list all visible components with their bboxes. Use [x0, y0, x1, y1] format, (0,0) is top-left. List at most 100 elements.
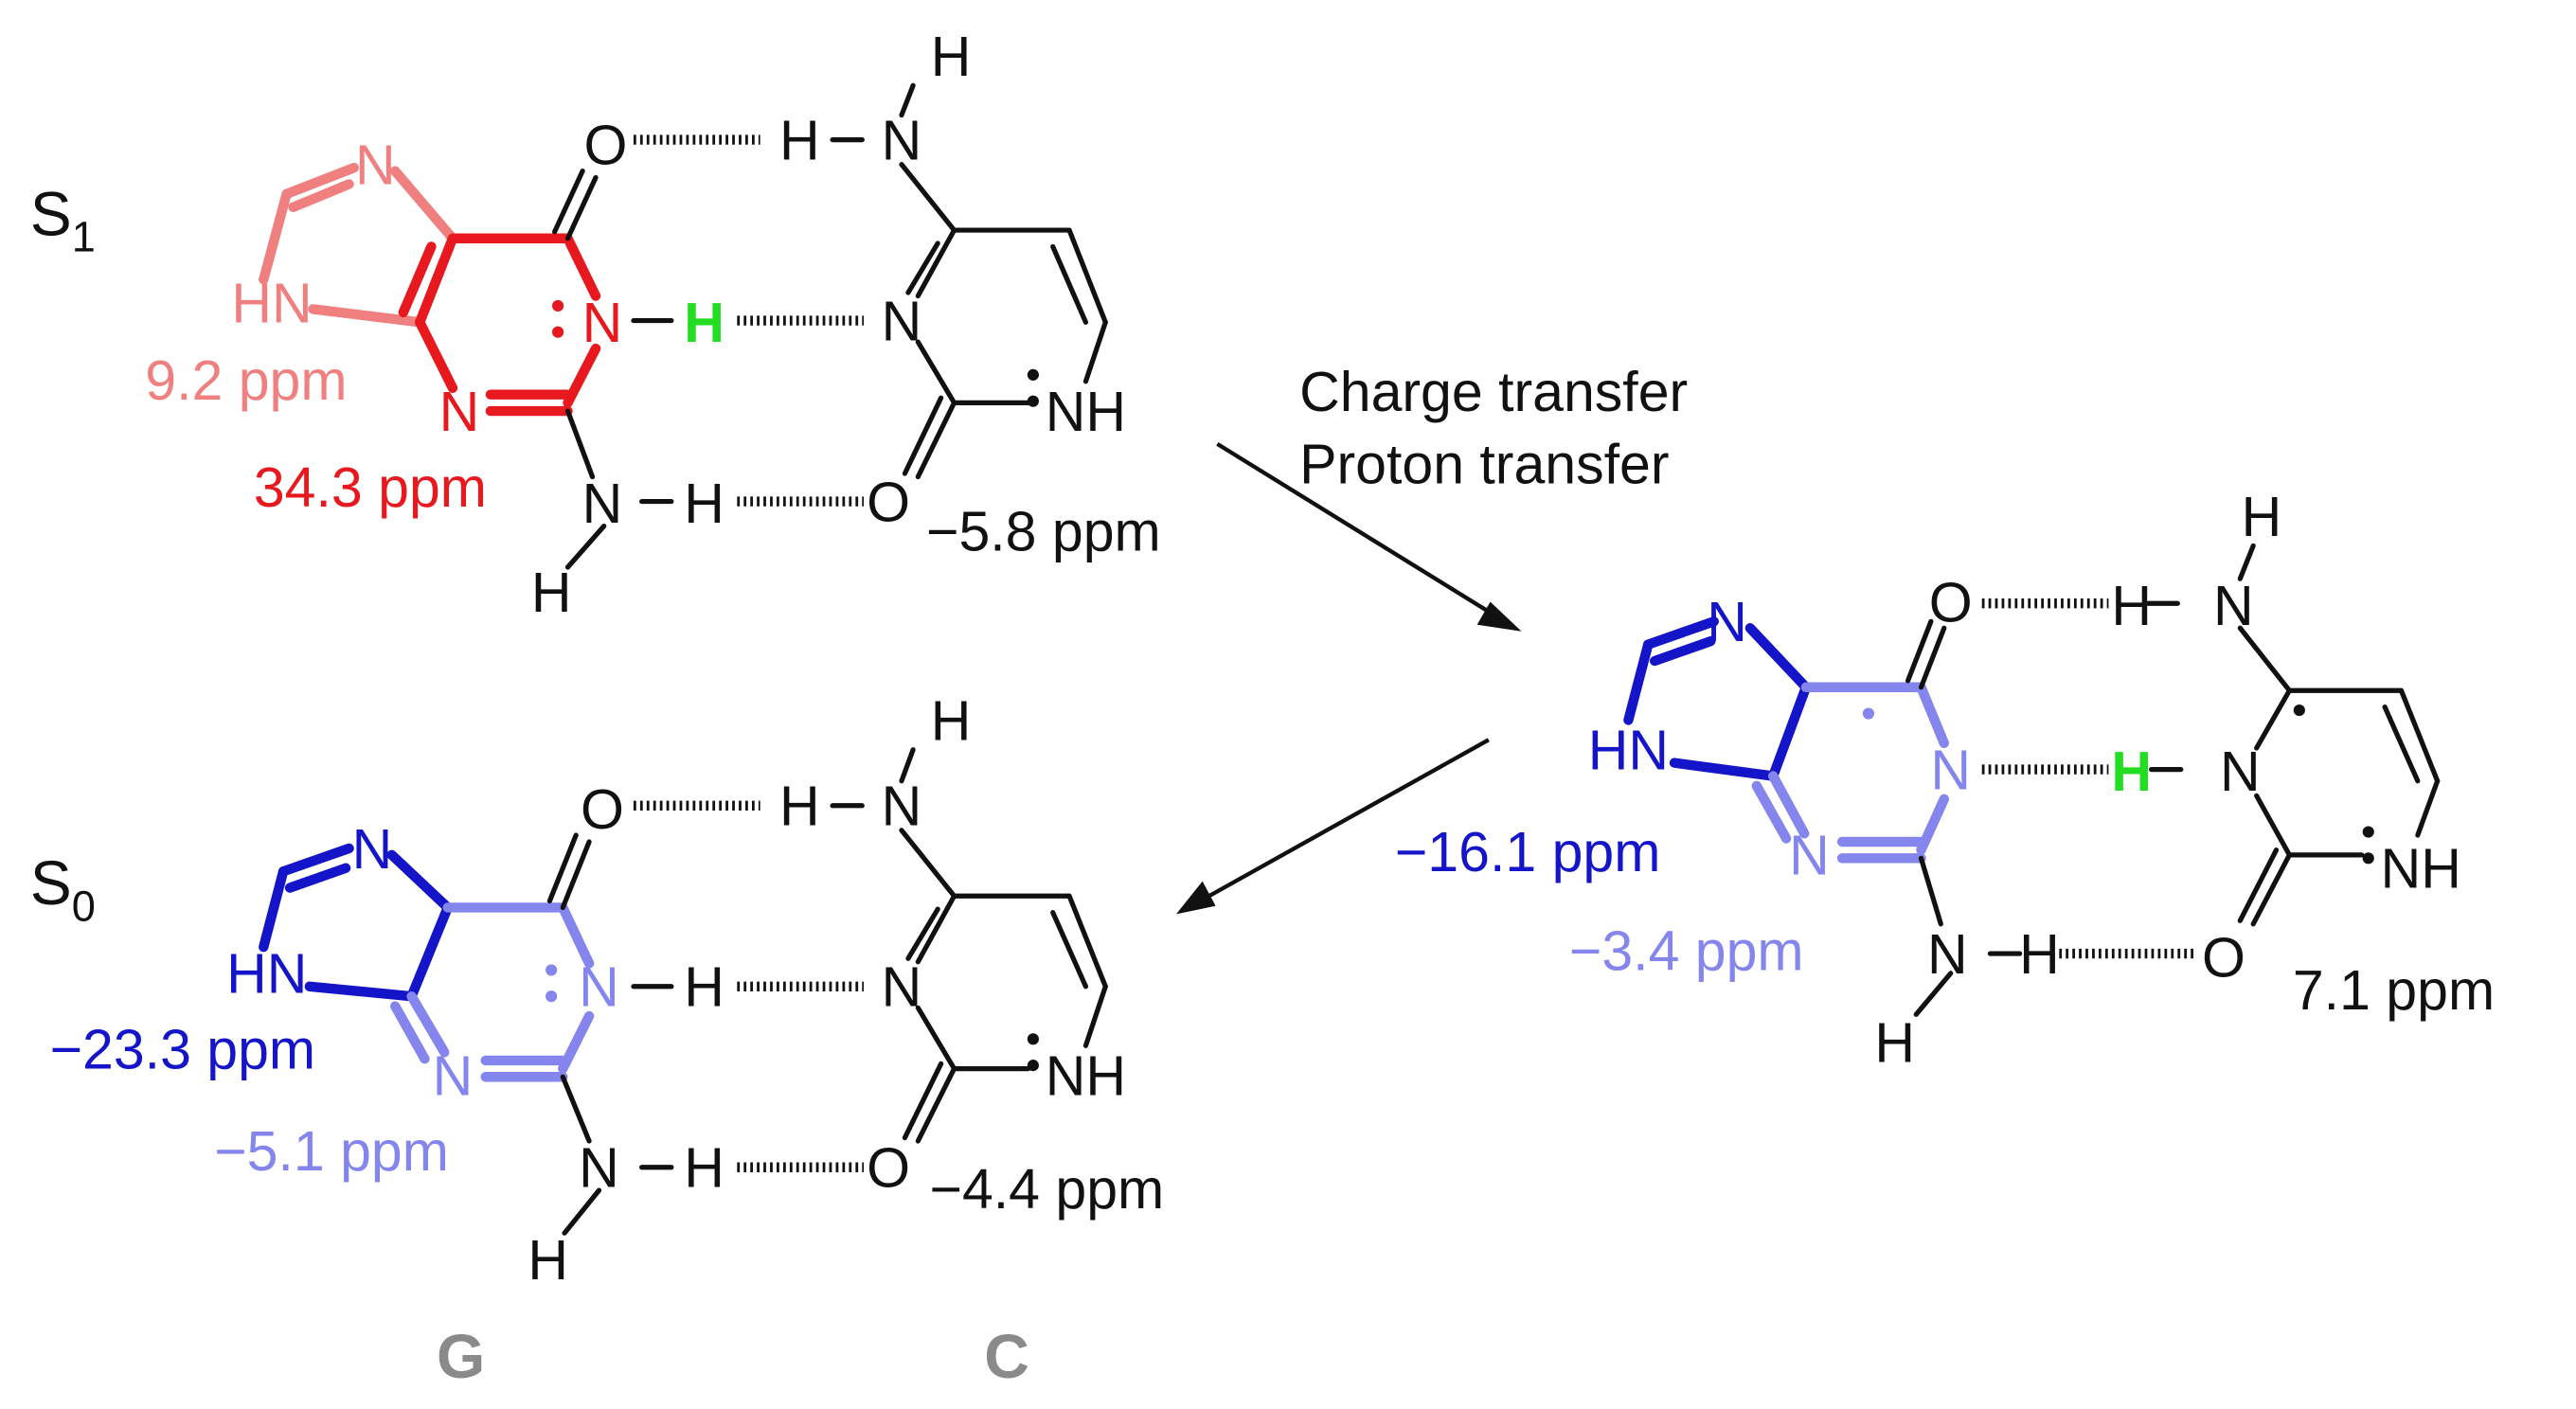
- guanine-label: G: [437, 1321, 485, 1391]
- atom-h: H: [779, 109, 820, 171]
- bond: [2254, 793, 2293, 858]
- atom-n7: N: [355, 134, 396, 196]
- bond: [2382, 704, 2421, 784]
- atom-h: H: [931, 26, 972, 88]
- radical-dot: [552, 299, 564, 312]
- bond: [564, 408, 596, 480]
- transferred-proton: H: [2111, 740, 2152, 803]
- bond: [564, 524, 607, 570]
- cytosine-label: C: [984, 1321, 1029, 1391]
- shift-n3: 34.3 ppm: [254, 456, 487, 519]
- bond: [259, 866, 289, 953]
- intermediate-base-pair: N HN N N O N H H H N H N O NH H −16.1 pp…: [1395, 486, 2495, 1075]
- atom-n4: N: [882, 776, 922, 838]
- atom-n1h: NH: [1046, 381, 1126, 443]
- process-line-2: Proton transfer: [1299, 433, 1669, 495]
- arrow-down-left: [1208, 738, 1490, 899]
- bond: [1643, 616, 1719, 650]
- bond: [560, 1074, 592, 1144]
- bond: [1751, 780, 1792, 844]
- bond: [398, 241, 437, 318]
- bond: [1623, 639, 1654, 725]
- atom-n2: N: [1927, 923, 1968, 986]
- bond: [915, 893, 957, 965]
- bond: [2237, 543, 2256, 581]
- atom-n9h: HN: [1588, 720, 1669, 782]
- bond: [1050, 243, 1089, 325]
- bond: [308, 304, 425, 328]
- atom-o2: O: [867, 1137, 910, 1200]
- bond: [902, 395, 944, 476]
- atom-h: H: [684, 956, 724, 1019]
- arrow-down-right: [1216, 441, 1490, 614]
- bond: [560, 839, 592, 911]
- atom-h: H: [1874, 1012, 1915, 1075]
- radical-dot: [1862, 707, 1874, 720]
- radical-dot: [1027, 368, 1039, 381]
- atom-n3: N: [1789, 825, 1830, 887]
- bond: [1649, 635, 1716, 667]
- arrowhead: [1476, 601, 1522, 632]
- bond: [899, 82, 916, 118]
- shift-n9: 9.2 ppm: [145, 349, 347, 412]
- atom-h: H: [684, 1137, 724, 1200]
- atom-o2: O: [2202, 926, 2245, 989]
- bond: [1767, 682, 1812, 781]
- atom-n3c: N: [2220, 740, 2261, 803]
- bond: [899, 747, 916, 784]
- bond: [905, 241, 940, 295]
- bond: [1913, 971, 1954, 1017]
- arrowhead: [1175, 881, 1216, 915]
- bond: [2237, 847, 2280, 923]
- radical-dot: [1027, 395, 1039, 407]
- state-label-s1: S1: [30, 178, 96, 260]
- bond: [2398, 687, 2441, 784]
- bond: [1918, 625, 1947, 690]
- atom-h: H: [2111, 575, 2152, 637]
- shift-n9: −16.1 ppm: [1395, 821, 1661, 883]
- bond: [564, 174, 599, 241]
- bond: [915, 1005, 957, 1072]
- bond: [277, 843, 354, 877]
- bond: [552, 168, 585, 235]
- atom-n9h: HN: [226, 943, 307, 1006]
- atom-n2: N: [579, 1137, 619, 1200]
- bond: [1918, 855, 1943, 927]
- bond: [389, 166, 458, 243]
- atom-n1h: NH: [2381, 838, 2461, 901]
- transferring-proton: H: [684, 292, 724, 354]
- bond: [915, 339, 957, 405]
- shift-o2: −5.8 ppm: [926, 501, 1161, 563]
- atom-n1: N: [1930, 739, 1971, 801]
- atom-h: H: [2242, 486, 2282, 548]
- shift-n3: −3.4 ppm: [1569, 919, 1804, 982]
- shift-o2: −4.4 ppm: [929, 1158, 1164, 1221]
- atom-n1: N: [579, 956, 619, 1019]
- bond: [284, 863, 351, 893]
- s0-base-pair: N HN N N O N H H H H N H N O NH −23.3 pp…: [30, 689, 1164, 1292]
- process-line-1: Charge transfer: [1299, 361, 1688, 423]
- atom-h: H: [531, 562, 572, 624]
- atom-n4: N: [882, 109, 922, 171]
- atom-n3c: N: [882, 290, 922, 352]
- bond: [2237, 625, 2293, 693]
- bond: [563, 343, 601, 408]
- atom-h: H: [2019, 923, 2060, 986]
- atom-n1: N: [582, 292, 623, 354]
- bond: [1082, 984, 1108, 1048]
- atom-h: H: [528, 1229, 568, 1292]
- bond: [288, 179, 354, 212]
- bond: [2250, 852, 2293, 927]
- bond: [563, 233, 601, 301]
- bond: [899, 828, 957, 899]
- bond: [281, 162, 359, 200]
- bond: [899, 162, 957, 233]
- bond: [415, 317, 458, 393]
- atom-n7: N: [1707, 591, 1747, 653]
- bond: [2415, 778, 2441, 838]
- bond: [1669, 758, 1779, 781]
- shift-o2: 7.1 ppm: [2293, 959, 2495, 1022]
- radical-dot: [2362, 852, 2374, 865]
- bond: [1066, 893, 1108, 990]
- transfer-arrows: Charge transfer Proton transfer: [1175, 361, 1688, 915]
